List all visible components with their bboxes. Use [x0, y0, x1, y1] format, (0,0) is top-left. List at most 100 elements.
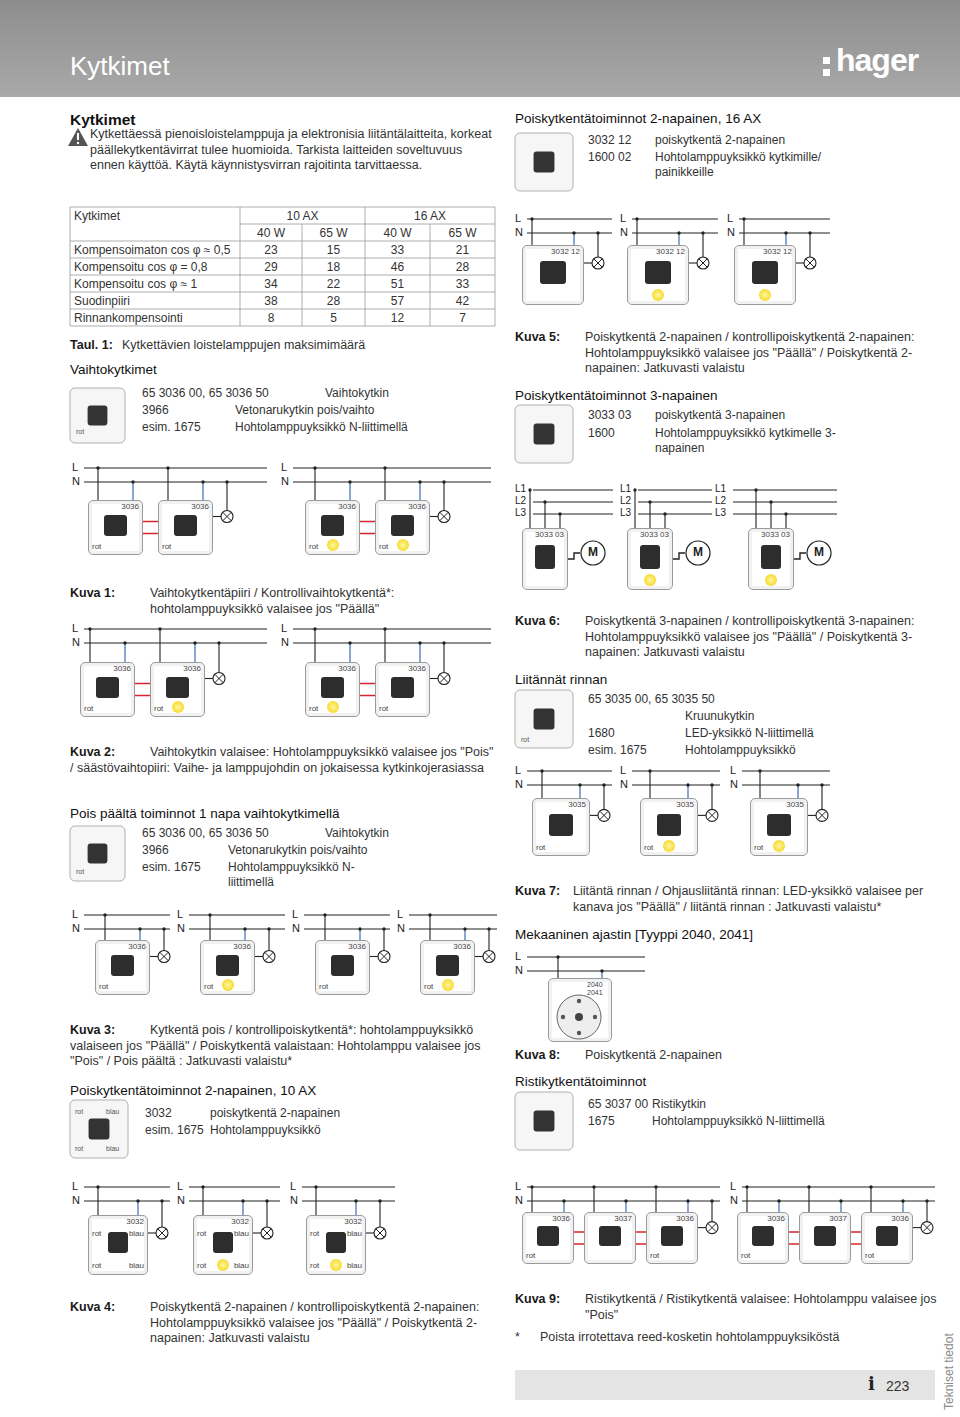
wire	[384, 468, 385, 500]
node-text: rot	[741, 1252, 750, 1261]
body-text: Kompensoitu cos φ = 0,8	[74, 260, 208, 275]
body-text: Suodinpiiri	[74, 294, 130, 309]
conductor-label: L	[72, 622, 78, 636]
body-text: 16 AX	[365, 209, 495, 224]
wire-color-label: rot	[521, 736, 529, 745]
wire	[746, 1187, 747, 1212]
node-text: rot	[379, 543, 388, 552]
conductor-label: L	[727, 212, 733, 226]
warning-triangle	[68, 128, 88, 146]
timer-dot	[577, 1031, 581, 1035]
wire	[194, 643, 195, 662]
wire	[304, 914, 390, 915]
node-text: 3035	[676, 801, 694, 810]
body-text: Vaihtokytkentäpiiri / Kontrollivaihtokyt…	[150, 586, 495, 617]
conductor-label: N	[72, 922, 80, 936]
figure-number: Kuva 9:	[515, 1292, 560, 1308]
traveler-wire	[636, 1232, 646, 1244]
wire	[796, 262, 804, 263]
wire	[163, 929, 164, 951]
wire	[926, 1201, 927, 1222]
body-text: 28	[430, 260, 495, 275]
conductor-label: L	[292, 908, 298, 922]
junction-dot	[378, 1199, 381, 1202]
conductor-label: L	[730, 764, 736, 778]
wire	[213, 516, 221, 517]
switch-unit: 3032rotblaurotblau	[306, 1215, 366, 1275]
wire	[215, 675, 223, 683]
timer-unit: 2040 2041	[548, 978, 612, 1042]
wire	[557, 957, 558, 978]
switch-unit: 3035rot	[750, 798, 808, 856]
junction-dot	[925, 1199, 928, 1202]
body-text: poiskytkentä 2-napainen	[210, 1106, 340, 1121]
switch-unit: 3036 rot	[305, 500, 360, 555]
body-text: 34	[240, 277, 302, 292]
wire	[84, 481, 267, 482]
node-text: rot	[92, 543, 101, 552]
wire	[923, 1224, 931, 1232]
wire	[913, 1227, 921, 1228]
wire	[324, 915, 325, 940]
table-rule	[70, 292, 495, 293]
body-text: Hohtolamppuyksikkö N-liittimellä	[652, 1114, 825, 1129]
wire	[253, 1232, 261, 1233]
body-text: 33	[365, 243, 430, 258]
wire	[708, 811, 716, 819]
conductor-label: N	[730, 1194, 738, 1208]
lamp-symbol	[213, 673, 225, 685]
conductor-label: L	[72, 1180, 78, 1194]
wire	[649, 771, 650, 798]
figure-caption: Vaihtokytkin valaisee: Hohtolamppuyksikk…	[70, 745, 495, 776]
node-text: rot	[92, 1230, 101, 1239]
conductor-label: L	[515, 764, 521, 778]
body-text: Kytkettäessä pienoisloistelamppuja ja el…	[90, 127, 495, 174]
body-text: Poiskytkentä 2-napainen	[585, 1048, 722, 1064]
node-text: rot	[526, 1252, 535, 1261]
wire	[638, 513, 712, 514]
junction-dot	[166, 466, 169, 469]
product-icon	[515, 405, 573, 463]
junction-dot	[808, 231, 811, 234]
wire	[293, 467, 491, 468]
junction-dot	[201, 1185, 204, 1188]
junction-dot	[663, 512, 666, 515]
wire	[699, 259, 707, 267]
product-icon	[70, 388, 125, 443]
body-text: 40 W	[240, 226, 302, 241]
node-text: 3032	[344, 1218, 362, 1227]
node-text: blau	[347, 1262, 362, 1271]
wire	[579, 785, 580, 798]
conductor-label: L	[72, 461, 78, 475]
body-text: 1680	[588, 726, 615, 741]
lamp-symbol	[438, 673, 450, 685]
conductor-label: N	[620, 226, 628, 240]
wire	[678, 233, 679, 245]
wire	[527, 784, 612, 785]
node-text: rot	[99, 983, 108, 992]
node-text: 3033 03	[535, 531, 564, 540]
wire	[132, 482, 133, 500]
lamp-symbol	[378, 951, 390, 963]
junction-dot	[596, 231, 599, 234]
body-text: 3032 12	[588, 133, 631, 148]
wire	[189, 914, 285, 915]
traveler-wire	[360, 684, 375, 696]
conductor-label: N	[177, 922, 185, 936]
body-text: 3033 03	[588, 408, 631, 423]
junction-dot	[578, 783, 581, 786]
junction-dot	[769, 500, 772, 503]
junction-dot	[158, 627, 161, 630]
conductor-label: L	[177, 1180, 183, 1194]
conductor-label: N	[397, 922, 405, 936]
node-text: 3036	[338, 503, 356, 512]
node-text: 3032 12	[551, 248, 580, 257]
node-text: rot	[309, 543, 318, 552]
body-text: Kytkettävien loistelamppujen maksimimäär…	[122, 338, 365, 354]
section-heading: Mekaaninen ajastin [Tyyppi 2040, 2041]	[515, 927, 753, 944]
body-text: 65 3036 00, 65 3036 50	[142, 826, 269, 841]
node-text: 3036	[676, 1215, 694, 1224]
node-text: rot	[204, 983, 213, 992]
junction-dot	[103, 913, 106, 916]
body-text: 65 W	[302, 226, 365, 241]
